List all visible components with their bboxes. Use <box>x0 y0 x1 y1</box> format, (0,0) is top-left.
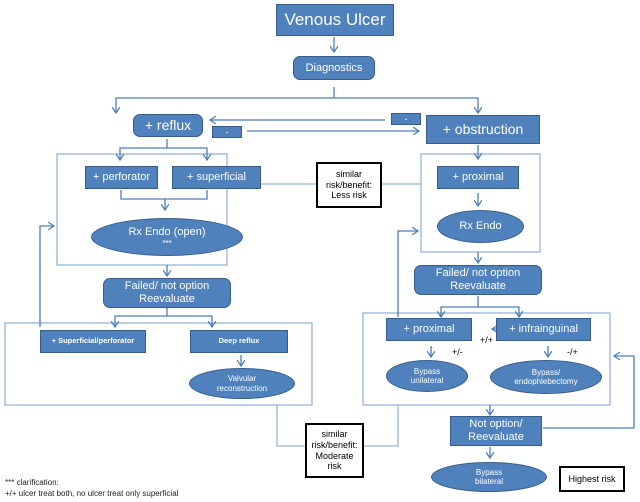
minus-badge-bottom: - <box>212 126 242 138</box>
reflux-treatment-group <box>56 153 228 266</box>
node-text: Bypass/ <box>531 367 561 377</box>
deep-reflux-node: Deep reflux <box>190 330 288 353</box>
bypass-bilateral-node: Bypass bilateral <box>431 462 547 492</box>
node-text: Reevaluate <box>450 280 506 292</box>
node-text: Bypass <box>413 366 441 376</box>
node-text: endophlebectomy <box>514 377 578 386</box>
failed-left-node: Failed/ not option Reevaluate <box>103 278 231 308</box>
footnote-line: +/+ ulcer treat both, no ulcer treat onl… <box>5 488 179 498</box>
moderate-risk-note: similar risk/benefit: Moderate risk <box>305 423 364 478</box>
venous-ulcer-node: Venous Ulcer <box>276 4 394 36</box>
node-text: Failed/ not option <box>124 280 210 293</box>
reflux-node: + reflux <box>133 114 203 137</box>
arrow-reflux-to-perforator <box>120 139 168 160</box>
connector-moderate-risk-left <box>276 405 305 447</box>
note-text: Less risk <box>331 190 367 201</box>
rx-endo-open-marker: *** <box>162 238 172 248</box>
note-text: similar <box>336 168 362 179</box>
proximal-lower-node: + proximal <box>386 318 472 341</box>
bypass-unilateral-node: Bypass unilateral <box>386 360 468 392</box>
note-text: risk/benefit: <box>325 179 373 190</box>
edge-label-minus-plus: -/+ <box>567 347 578 357</box>
arrow-diagnostics-to-obstruction <box>334 97 478 113</box>
minus-badge-top: - <box>391 113 421 125</box>
edge-label-plus-minus: +/- <box>452 347 463 357</box>
footnote: *** clarification: +/+ ulcer treat both,… <box>5 478 178 500</box>
arrow-reflux-to-superficial <box>167 147 207 160</box>
connector-moderate-risk-right <box>364 405 399 447</box>
connector-failed-left-split <box>115 306 168 327</box>
node-text: Valvular <box>227 374 257 384</box>
valvular-reconstruction-node: Valvular reconstruction <box>189 368 295 399</box>
connector-diagnostics-split <box>116 87 335 113</box>
arrow-failed-left-to-deep <box>167 315 212 327</box>
infrainguinal-node: + infrainguinal <box>496 318 591 341</box>
edge-label-plus-plus: +/+ <box>480 335 494 345</box>
connector-perf-superficial-to-rx <box>120 190 208 210</box>
less-risk-note: similar risk/benefit: Less risk <box>316 162 382 208</box>
node-text: Reevaluate <box>468 431 524 443</box>
node-text: Reevaluate <box>139 293 195 305</box>
connector-failed-right-split <box>441 296 479 317</box>
not-option-node: Not option/ Reevaluate <box>450 416 542 446</box>
note-text: risk <box>327 461 342 472</box>
node-text: unilateral <box>410 376 444 385</box>
rx-endo-open-label: Rx Endo (open) <box>128 226 206 239</box>
note-text: similar <box>321 428 348 439</box>
node-text: bilateral <box>474 477 503 486</box>
node-text: reconstruction <box>216 383 268 393</box>
diagnostics-node: Diagnostics <box>293 56 375 80</box>
superficial-perforator-node: + Superficial/perforator <box>40 330 146 353</box>
note-text: Moderate <box>315 450 354 461</box>
footnote-line: *** clarification: <box>5 478 59 487</box>
failed-obstruction-options-group <box>362 312 611 406</box>
node-text: Bypass <box>475 467 503 477</box>
arrow-not-option-loop <box>543 356 635 429</box>
perforator-node: + perforator <box>85 166 158 189</box>
rx-endo-open-node: Rx Endo (open) *** <box>91 218 243 256</box>
arrow-loop-back-to-rx-endo <box>397 231 418 317</box>
arrow-failed-right-to-infrainguinal <box>478 306 519 317</box>
superficial-node: + superficial <box>172 166 261 189</box>
node-text: Not option/ <box>469 418 523 431</box>
note-text: risk/benefit: <box>311 439 358 450</box>
obstruction-node: + obstruction <box>426 115 540 144</box>
highest-risk-note: Highest risk <box>559 466 625 492</box>
bypass-endophlebectomy-node: Bypass/ endophlebectomy <box>490 360 602 394</box>
proximal-right-node: + proximal <box>437 166 519 189</box>
failed-right-node: Failed/ not option Reevaluate <box>414 265 542 295</box>
failed-reflux-options-group <box>4 322 313 406</box>
arrow-loop-back-to-rx-endo-open <box>39 226 54 327</box>
rx-endo-node: Rx Endo <box>437 210 524 243</box>
node-text: Failed/ not option <box>435 267 521 280</box>
